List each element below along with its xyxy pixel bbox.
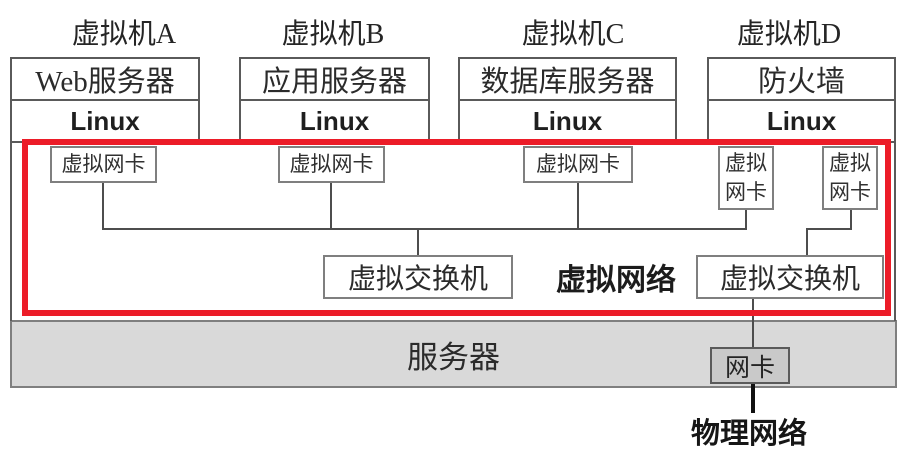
vm-b-os-label: Linux — [299, 105, 370, 136]
vm-a-box: Web服务器 Linux — [10, 57, 200, 143]
virtual-nic-box-d2: 虚拟网卡 — [822, 146, 878, 210]
physical-network-label: 物理网络 — [690, 418, 807, 450]
virtual-network-label: 虚拟网络 — [556, 264, 676, 297]
vm-c-service-label: 数据库服务器 — [460, 59, 675, 101]
connector-nic-d2-drop — [850, 210, 852, 230]
vm-c-box: 数据库服务器 Linux — [458, 57, 677, 143]
connector-nic-d1-drop — [745, 210, 747, 230]
virtual-switch-box-2: 虚拟交换机 — [696, 255, 884, 299]
connector-switch1-drop — [417, 230, 419, 256]
server-label: 服务器 — [407, 339, 500, 375]
virtual-switch-box-1: 虚拟交换机 — [323, 255, 513, 299]
vm-a-label: 虚拟机A — [71, 19, 177, 50]
connector-bus-line — [102, 228, 747, 230]
vm-d-service-label: 防火墙 — [709, 59, 894, 101]
vm-d-label: 虚拟机D — [736, 19, 842, 50]
virtual-nic-box-b: 虚拟网卡 — [278, 146, 385, 183]
chassis-right-edge-line — [894, 141, 896, 321]
virtual-nic-box-d1: 虚拟网卡 — [718, 146, 774, 210]
connector-nic-a-drop — [102, 183, 104, 230]
vm-a-os-label: Linux — [70, 105, 140, 136]
vm-d-os-label: Linux — [766, 105, 837, 136]
virtual-nic-box-c: 虚拟网卡 — [523, 146, 633, 183]
vm-b-box: 应用服务器 Linux — [239, 57, 430, 143]
connector-nic-d2-horizontal — [806, 228, 852, 230]
physical-nic-box: 网卡 — [710, 347, 790, 384]
vm-a-service-label: Web服务器 — [12, 59, 198, 101]
connector-switch2-drop — [806, 230, 808, 256]
connector-switch2-to-pnic — [752, 298, 754, 348]
connector-nic-c-drop — [577, 183, 579, 230]
vm-c-label: 虚拟机C — [521, 19, 625, 50]
vm-c-os-label: Linux — [532, 105, 603, 136]
connector-pnic-to-pnet — [751, 384, 755, 413]
vm-b-service-label: 应用服务器 — [241, 59, 428, 101]
connector-nic-b-drop — [330, 183, 332, 230]
virtual-nic-box-a: 虚拟网卡 — [50, 146, 157, 183]
chassis-left-edge-line — [10, 141, 12, 321]
vm-d-box: 防火墙 Linux — [707, 57, 896, 143]
vm-b-label: 虚拟机B — [281, 19, 385, 50]
